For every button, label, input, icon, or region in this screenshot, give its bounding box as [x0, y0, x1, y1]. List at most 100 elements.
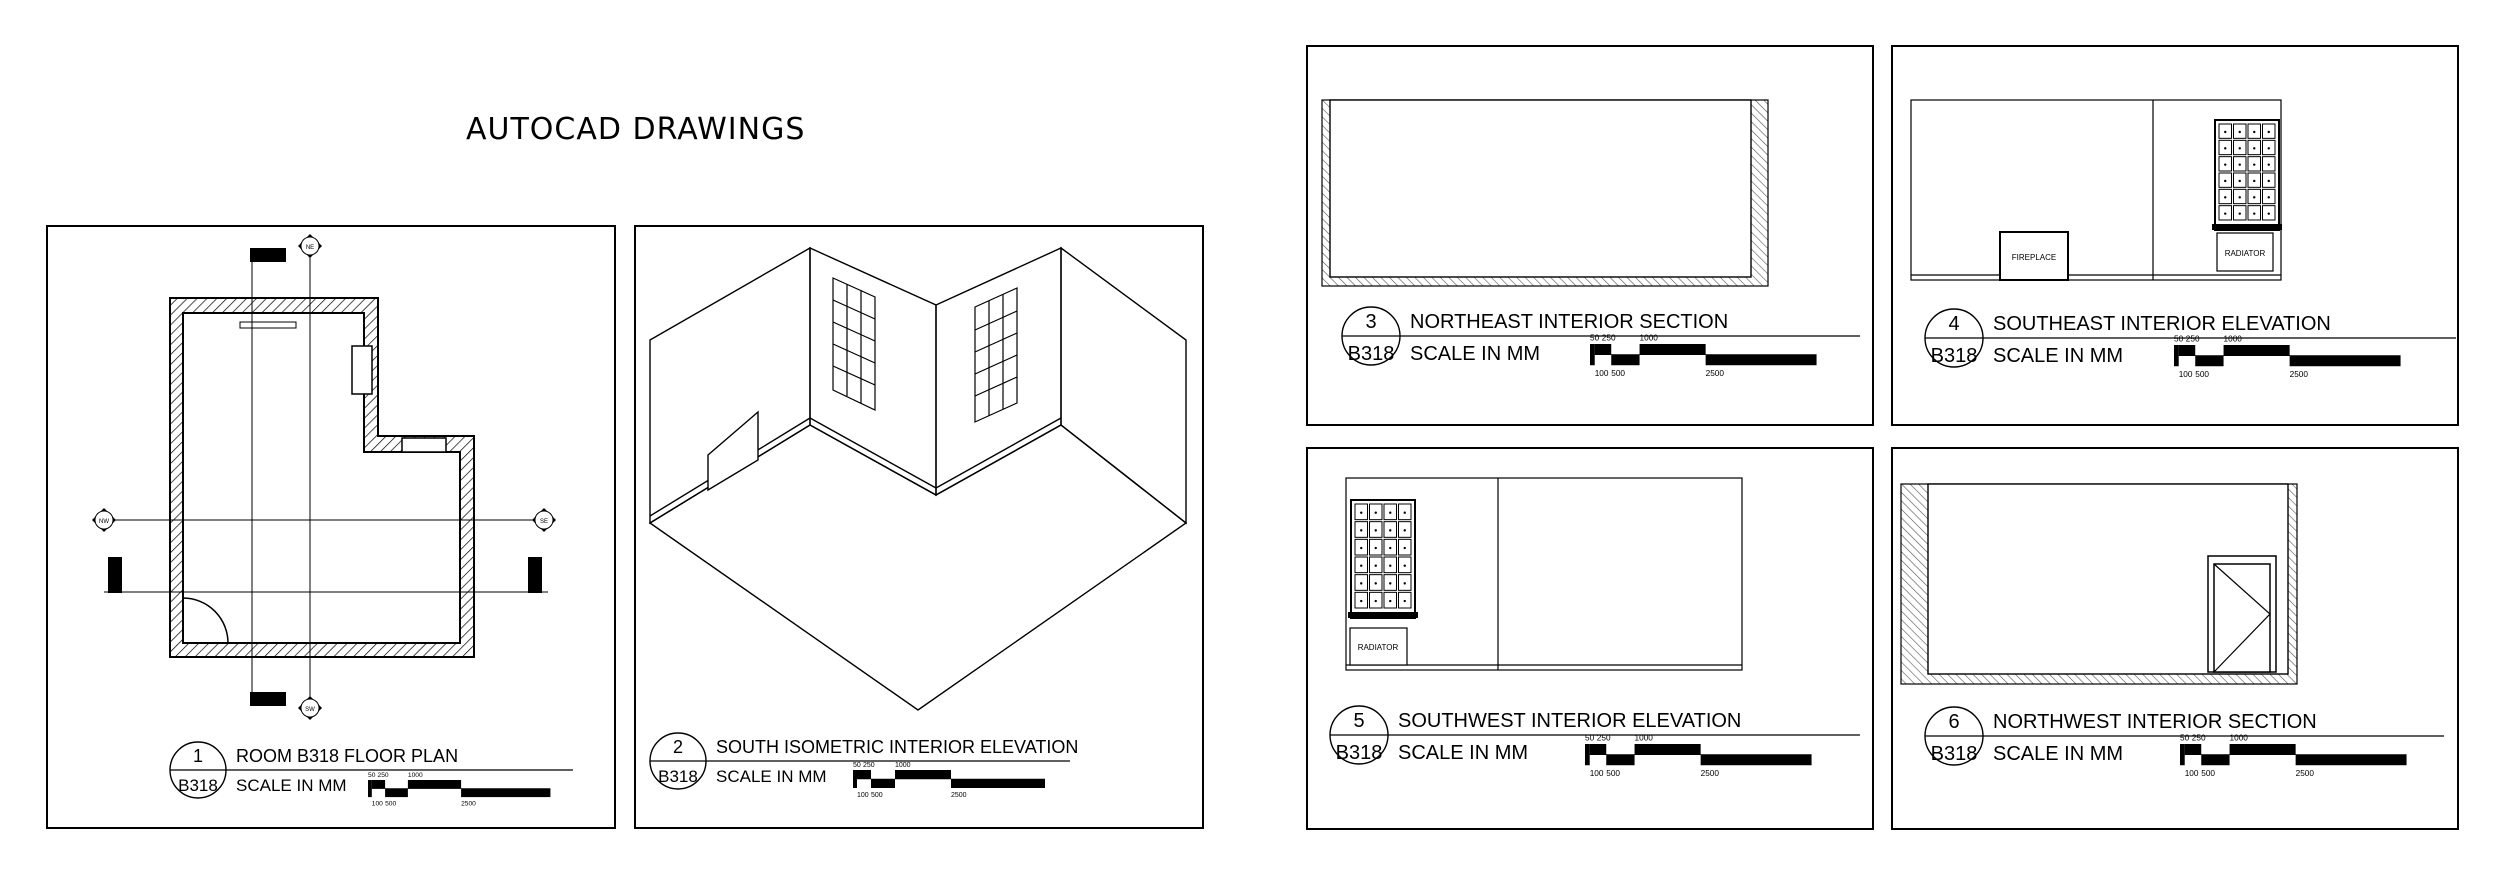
scale-tick-bottom: 2500 [1701, 769, 1720, 778]
scale-tick-top: 1000 [2230, 733, 2249, 742]
scale-tick-bottom: 2500 [2296, 769, 2315, 778]
scale-tick-bottom: 100 [2185, 769, 2199, 778]
panel-isometric [634, 225, 1204, 829]
drawing-title-4: SOUTHEAST INTERIOR ELEVATION [1993, 313, 2331, 335]
scale-label-1: SCALE IN MM [236, 776, 347, 795]
scale-seg [1639, 344, 1706, 355]
scale-tick-top: 50 [2180, 733, 2190, 742]
scale-label-3: SCALE IN MM [1410, 343, 1540, 365]
room-code-6: B318 [1931, 743, 1978, 765]
room-code-2: B318 [658, 767, 698, 786]
scale-label-2: SCALE IN MM [716, 767, 827, 786]
scale-tick-top: 250 [1602, 333, 1616, 342]
scale-tick-bottom: 2500 [461, 801, 476, 808]
drawing-number-5: 5 [1353, 710, 1364, 732]
scale-tick-bottom: 100 [1595, 369, 1609, 378]
scale-seg [1594, 344, 1612, 355]
scale-tick-top: 50 [2174, 334, 2184, 343]
drawing-title-2: SOUTH ISOMETRIC INTERIOR ELEVATION [716, 737, 1078, 757]
room-code-3: B318 [1348, 343, 1395, 365]
scale-seg [895, 770, 951, 779]
scale-tick-top: 250 [2186, 334, 2200, 343]
scale-seg [1634, 744, 1701, 755]
scale-seg [1700, 754, 1812, 766]
scale-tick-top: 50 [1585, 733, 1595, 742]
scale-tick-bottom: 500 [2201, 769, 2215, 778]
scale-seg [1606, 754, 1635, 766]
scale-tick-bottom: 500 [1606, 769, 1620, 778]
scale-tick-bottom: 500 [871, 792, 883, 799]
scale-seg [407, 780, 462, 789]
scale-seg [371, 780, 386, 789]
scale-tick-top: 1000 [2224, 334, 2243, 343]
scale-tick-top: 1000 [1640, 333, 1659, 342]
fireplace-label: FIREPLACE [2012, 253, 2056, 262]
radiator-label-sw: RADIATOR [1358, 643, 1399, 652]
drawing-title-5: SOUTHWEST INTERIOR ELEVATION [1398, 710, 1741, 732]
scale-tick-bottom: 100 [2179, 370, 2193, 379]
scale-seg [1705, 354, 1817, 366]
scale-seg [385, 788, 408, 798]
scale-tick-bottom: 100 [857, 792, 869, 799]
drawing-title-1: ROOM B318 FLOOR PLAN [236, 746, 458, 766]
scale-tick-top: 250 [378, 772, 389, 779]
marker-se [532, 508, 556, 532]
scale-seg [857, 770, 871, 779]
marker-nw-label: NW [99, 519, 109, 525]
drawing-number-2: 2 [673, 737, 683, 757]
scale-seg [2295, 754, 2407, 766]
scale-label-4: SCALE IN MM [1993, 345, 2123, 367]
page-title: AUTOCAD DRAWINGS [466, 112, 806, 147]
drawing-number-1: 1 [193, 746, 203, 766]
scale-tick-top: 50 [1590, 333, 1600, 342]
scale-tick-bottom: 500 [2195, 370, 2209, 379]
scale-seg [951, 779, 1045, 788]
drawing-title-3: NORTHEAST INTERIOR SECTION [1410, 311, 1728, 333]
scale-seg [2174, 345, 2179, 367]
scale-tick-bottom: 500 [1611, 369, 1625, 378]
scale-tick-top: 1000 [895, 762, 911, 769]
scale-tick-top: 50 [853, 762, 861, 769]
scale-seg [2195, 355, 2224, 367]
scale-seg [2178, 345, 2196, 356]
scale-tick-bottom: 2500 [951, 792, 967, 799]
room-code-5: B318 [1336, 742, 1383, 764]
marker-nw [92, 508, 116, 532]
scale-tick-bottom: 100 [1590, 769, 1604, 778]
drawing-title-6: NORTHWEST INTERIOR SECTION [1993, 711, 2317, 733]
room-code-4: B318 [1931, 345, 1978, 367]
scale-seg [2184, 744, 2202, 755]
scale-tick-bottom: 2500 [1706, 369, 1725, 378]
scale-seg [1611, 354, 1640, 366]
scale-tick-top: 50 [368, 772, 376, 779]
scale-seg [2229, 744, 2296, 755]
scale-tick-bottom: 2500 [2290, 370, 2309, 379]
scale-seg [461, 788, 551, 798]
scale-tick-top: 1000 [1635, 733, 1654, 742]
scale-seg [368, 780, 372, 798]
drawing-number-4: 4 [1948, 313, 1959, 335]
scale-seg [2289, 355, 2401, 367]
scale-tick-top: 250 [2192, 733, 2206, 742]
scale-seg [1589, 744, 1607, 755]
scale-label-5: SCALE IN MM [1398, 742, 1528, 764]
scale-seg [2223, 345, 2290, 356]
marker-sw-label: SW [305, 707, 315, 713]
marker-ne [298, 234, 322, 258]
scale-tick-top: 250 [863, 762, 875, 769]
scale-seg [853, 770, 857, 788]
scale-tick-top: 250 [1597, 733, 1611, 742]
marker-ne-label: NE [306, 245, 314, 251]
